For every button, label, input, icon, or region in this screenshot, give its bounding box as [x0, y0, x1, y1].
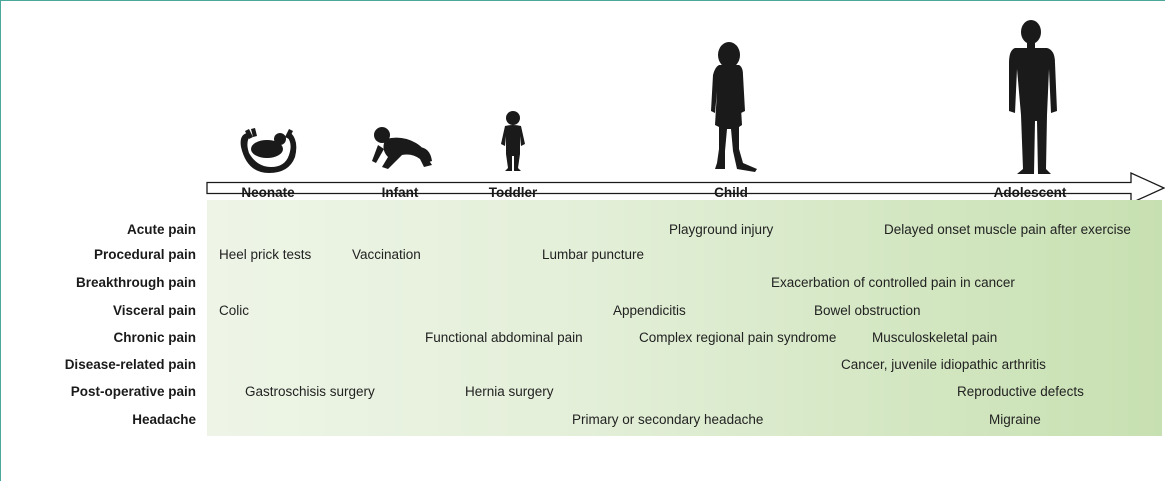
- category-breakthrough-pain: Breakthrough pain: [75, 275, 196, 290]
- example-appendicitis: Appendicitis: [613, 303, 686, 318]
- pain-examples-band: [207, 200, 1162, 436]
- category-procedural-pain: Procedural pain: [93, 247, 196, 262]
- timeline-arrow: [206, 172, 1165, 204]
- adolescent-icon: [1001, 19, 1061, 175]
- toddler-icon: [499, 110, 527, 172]
- category-visceral-pain: Visceral pain: [112, 303, 196, 318]
- example-bowel-obstruction: Bowel obstruction: [814, 303, 921, 318]
- example-colic: Colic: [219, 303, 250, 318]
- example-musculoskeletal-pain: Musculoskeletal pain: [872, 330, 998, 345]
- example-lumbar-puncture: Lumbar puncture: [542, 247, 645, 262]
- category-acute-pain: Acute pain: [126, 222, 196, 237]
- example-delayed-onset-muscle-pain: Delayed onset muscle pain after exercise: [884, 222, 1131, 237]
- category-post-operative-pain: Post-operative pain: [70, 384, 196, 399]
- example-cancer-jia: Cancer, juvenile idiopathic arthritis: [841, 357, 1046, 372]
- stage-label-adolescent: Adolescent: [993, 185, 1067, 200]
- example-playground-injury: Playground injury: [669, 222, 774, 237]
- example-exacerbation-controlled-pain: Exacerbation of controlled pain in cance…: [771, 275, 1015, 290]
- child-icon: [703, 41, 759, 173]
- example-heel-prick-tests: Heel prick tests: [219, 247, 312, 262]
- example-reproductive-defects: Reproductive defects: [957, 384, 1084, 399]
- neonate-in-hands-icon: [237, 127, 297, 175]
- example-migraine: Migraine: [989, 412, 1041, 427]
- category-headache: Headache: [132, 412, 196, 427]
- category-disease-related-pain: Disease-related pain: [64, 357, 196, 372]
- crawling-infant-icon: [368, 125, 434, 171]
- example-complex-regional-pain-syndrome: Complex regional pain syndrome: [639, 330, 837, 345]
- category-chronic-pain: Chronic pain: [113, 330, 196, 345]
- stage-label-neonate: Neonate: [241, 185, 295, 200]
- example-hernia-surgery: Hernia surgery: [465, 384, 554, 399]
- example-gastroschisis-surgery: Gastroschisis surgery: [245, 384, 375, 399]
- stage-label-child: Child: [714, 185, 748, 200]
- stage-label-toddler: Toddler: [488, 185, 538, 200]
- stage-label-infant: Infant: [381, 185, 419, 200]
- example-primary-secondary-headache: Primary or secondary headache: [572, 412, 764, 427]
- example-vaccination: Vaccination: [352, 247, 421, 262]
- example-functional-abdominal-pain: Functional abdominal pain: [425, 330, 583, 345]
